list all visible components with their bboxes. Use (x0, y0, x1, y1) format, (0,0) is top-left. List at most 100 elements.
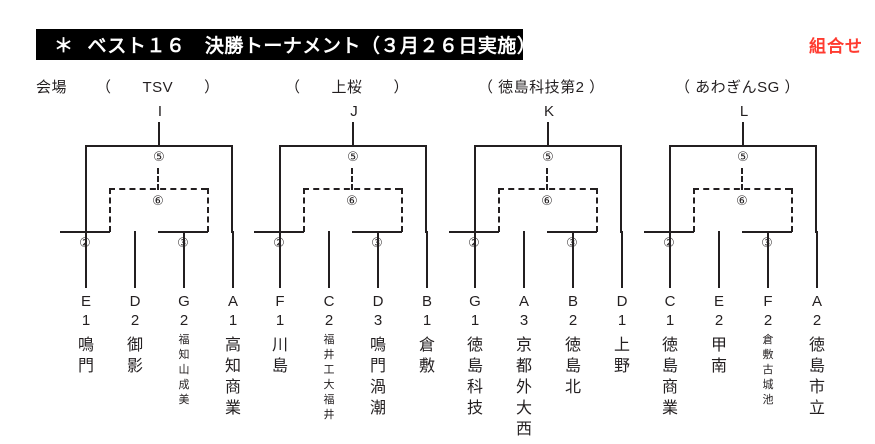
team-name-char: 大 (323, 379, 335, 391)
team-name-char: 山 (178, 364, 190, 376)
team-name-char: 甲 (710, 337, 727, 354)
team-name: 川島 (257, 335, 303, 377)
team-seed-number: 2 (130, 312, 140, 329)
team-name: 倉敷古城池 (745, 333, 791, 408)
team-name-char: 都 (515, 358, 532, 375)
team-group-letter: G (469, 293, 481, 310)
team-seed-number: 1 (422, 312, 432, 329)
venue-label-3: （ 徳島科技第2 ） (478, 79, 605, 96)
final-leg-right (425, 145, 427, 233)
team-entry[interactable]: E 2 甲南 (696, 293, 742, 377)
block-letter-J: J (350, 103, 358, 120)
team-name-char: 業 (661, 400, 678, 417)
third-place-leg-left (693, 188, 695, 232)
team-name-char: 徳 (564, 337, 581, 354)
final-match-bar (669, 145, 817, 147)
team-name: 福知山成美 (161, 333, 207, 408)
team-name-char: 徳 (466, 337, 483, 354)
final-match-bar (85, 145, 233, 147)
team-name-char: 鳴 (369, 337, 386, 354)
game-number-third-place: ⑥ (541, 193, 553, 208)
final-leg-right (620, 145, 622, 233)
final-leg-left (669, 145, 671, 233)
bracket-block-L: L⑤⑥②③C1徳島商業E2甲南F2倉敷古城池A2徳島市立 (644, 0, 844, 444)
team-name-char: 外 (515, 379, 532, 396)
third-place-leg-right (791, 188, 793, 232)
team-name-char: 商 (661, 379, 678, 396)
game-number-third-place: ⑥ (346, 193, 358, 208)
team-group-letter: D (616, 293, 628, 310)
team-seed-number: 2 (714, 312, 724, 329)
team-stem-F2 (767, 231, 769, 288)
team-name-char: 京 (515, 337, 532, 354)
team-seed-number: 3 (519, 312, 529, 329)
team-name-char: 成 (178, 379, 190, 391)
team-seed-number: 2 (763, 312, 773, 329)
team-name: 徳島北 (550, 335, 596, 398)
team-stem-C1 (669, 231, 671, 288)
team-name-char: 池 (762, 394, 774, 406)
team-name: 徳島市立 (794, 335, 840, 419)
venue-label-4: （ あわぎんSG ） (675, 79, 801, 96)
team-group-letter: E (80, 293, 91, 310)
team-stem-B2 (572, 231, 574, 288)
final-leg-left (85, 145, 87, 233)
team-name-char: 科 (466, 379, 483, 396)
team-name: 甲南 (696, 335, 742, 377)
third-place-bar (109, 188, 207, 190)
team-group-letter: D (372, 293, 384, 310)
title-star: ＊ (54, 36, 74, 57)
team-group-letter: F (763, 293, 773, 310)
team-name-char: 井 (323, 409, 335, 421)
third-place-stem-line (351, 168, 353, 190)
team-name-char: 徳 (661, 337, 678, 354)
final-leg-right (815, 145, 817, 233)
team-name-char: 福 (323, 334, 335, 346)
team-entry[interactable]: F 2 倉敷古城池 (745, 293, 791, 408)
final-leg-left (279, 145, 281, 233)
team-group-letter: B (567, 293, 578, 310)
game-number-third-place: ⑥ (736, 193, 748, 208)
team-name-char: 御 (126, 337, 143, 354)
team-name-char: 野 (613, 358, 630, 375)
team-stem-A1 (232, 231, 234, 288)
team-name-char: 影 (126, 358, 143, 375)
third-place-stem-line (157, 168, 159, 190)
team-seed-number: 3 (373, 312, 383, 329)
team-group-letter: E (713, 293, 724, 310)
team-stem-E2 (718, 231, 720, 288)
team-seed-number: 1 (81, 312, 91, 329)
team-group-letter: B (421, 293, 432, 310)
team-name-char: 倉 (762, 334, 774, 346)
team-name-char: 知 (178, 349, 190, 361)
team-name-char: 立 (808, 400, 825, 417)
team-seed-number: 1 (665, 312, 675, 329)
team-stem-D1 (621, 231, 623, 288)
third-place-leg-left (303, 188, 305, 232)
team-group-letter: G (178, 293, 190, 310)
team-name-char: 倉 (418, 337, 435, 354)
team-name-char: 美 (178, 394, 190, 406)
team-name: 徳島科技 (452, 335, 498, 419)
third-place-bar (498, 188, 596, 190)
third-place-bar (303, 188, 401, 190)
third-place-leg-right (207, 188, 209, 232)
team-name: 上野 (599, 335, 645, 377)
team-name-char: 上 (613, 337, 630, 354)
team-name-char: 鳴 (77, 337, 94, 354)
team-name-char: 潮 (369, 400, 386, 417)
